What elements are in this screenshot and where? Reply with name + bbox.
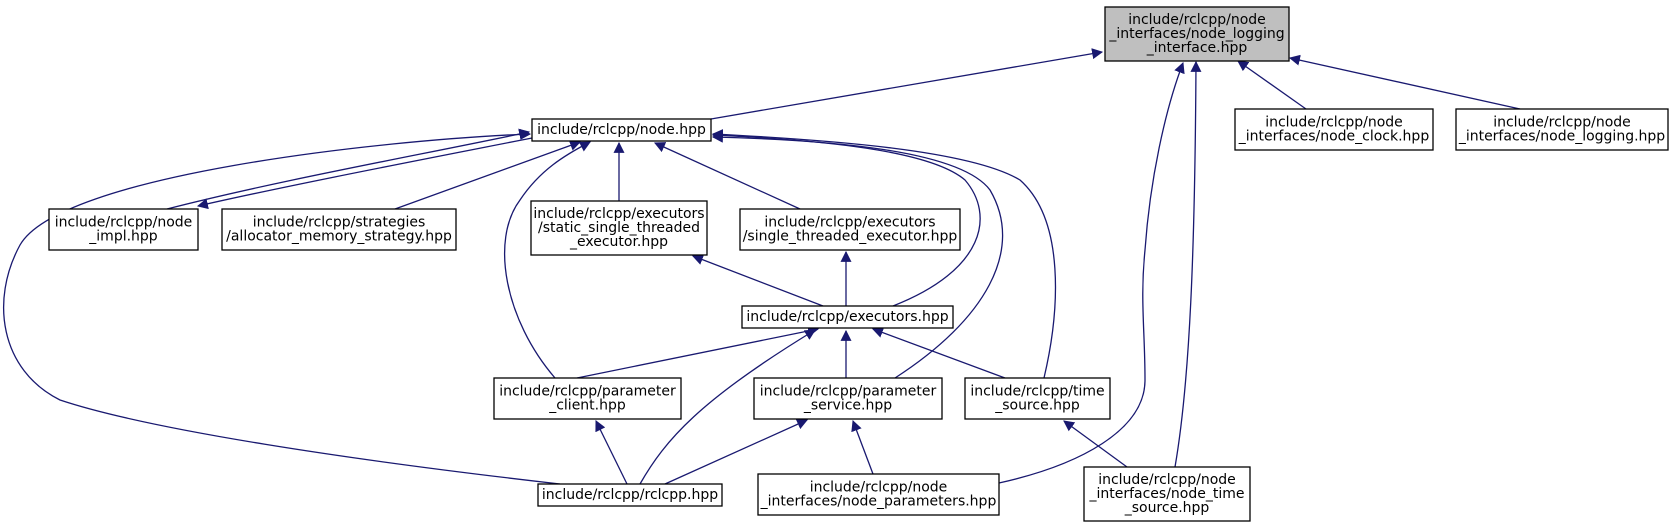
node-single_threaded_executor[interactable]: include/rclcpp/executors/single_threaded…: [739, 208, 961, 251]
edge-rclcpp_hpp-to-parameter_client: [595, 420, 628, 485]
node-node_logging[interactable]: include/rclcpp/node_interfaces/node_logg…: [1455, 108, 1669, 151]
edge-node_parameters-to-parameter_service: [851, 419, 874, 475]
node-label: /static_single_threaded: [538, 220, 700, 236]
edge-node_hpp-to-node_logging_interface: [710, 48, 1104, 120]
node-label: _interfaces/node_logging.hpp: [1458, 129, 1665, 145]
dependency-edges: [3, 48, 1521, 485]
node-parameter_client[interactable]: include/rclcpp/parameter_client.hpp: [493, 377, 682, 420]
node-box: [537, 483, 723, 507]
node-label: include/rclcpp/node: [1098, 472, 1236, 488]
node-label: _interfaces/node_time: [1088, 486, 1244, 502]
node-node_logging_interface[interactable]: include/rclcpp/node_interfaces/node_logg…: [1104, 6, 1290, 62]
node-parameter_service[interactable]: include/rclcpp/parameter_service.hpp: [753, 377, 943, 420]
node-box: [753, 377, 943, 420]
node-label: _interfaces/node_parameters.hpp: [760, 494, 997, 510]
edge-rclcpp_hpp-to-executors: [639, 329, 816, 485]
edge-single_threaded_executor-to-node_hpp: [653, 142, 801, 210]
node-allocator_memory_strategy[interactable]: include/rclcpp/strategies/allocator_memo…: [221, 208, 457, 251]
node-label: _client.hpp: [548, 398, 626, 414]
edge-parameter_service-to-node_hpp: [711, 131, 1004, 379]
node-box: [757, 473, 1000, 516]
node-label: _interfaces/node_logging: [1108, 26, 1284, 42]
node-box: [48, 208, 199, 251]
node-node_hpp[interactable]: include/rclcpp/node.hpp: [531, 118, 712, 142]
node-rclcpp_hpp[interactable]: include/rclcpp/rclcpp.hpp: [537, 483, 723, 507]
node-label: include/rclcpp/strategies: [253, 215, 426, 231]
node-label: _service.hpp: [803, 398, 892, 414]
node-box: [741, 305, 954, 329]
node-label: include/rclcpp/parameter: [760, 384, 937, 400]
node-label: include/rclcpp/executors: [533, 206, 704, 222]
edge-node_impl-to-node_hpp: [166, 128, 531, 210]
node-label: _impl.hpp: [88, 229, 158, 245]
node-box: [221, 208, 457, 251]
node-label: /single_threaded_executor.hpp: [743, 229, 958, 245]
node-label: _source.hpp: [994, 398, 1080, 414]
edge-node_time_source-to-time_source: [1063, 420, 1128, 468]
node-box: [1083, 466, 1251, 522]
node-node_clock[interactable]: include/rclcpp/node_interfaces/node_cloc…: [1234, 108, 1434, 151]
node-label: include/rclcpp/rclcpp.hpp: [542, 487, 718, 503]
edge-node_clock-to-node_logging_interface: [1237, 60, 1307, 110]
node-label: include/rclcpp/node: [810, 480, 948, 496]
node-static_single_threaded_executor[interactable]: include/rclcpp/executors/static_single_t…: [530, 200, 708, 256]
node-label: include/rclcpp/node: [55, 215, 193, 231]
node-time_source[interactable]: include/rclcpp/time_source.hpp: [964, 377, 1111, 420]
edge-allocator_memory_strategy-to-node_hpp: [394, 140, 582, 210]
node-box: [493, 377, 682, 420]
header-file-nodes: include/rclcpp/node_interfaces/node_logg…: [48, 6, 1669, 522]
node-label: _interfaces/node_clock.hpp: [1238, 129, 1430, 145]
node-label: include/rclcpp/executors: [764, 215, 935, 231]
node-label: _executor.hpp: [569, 234, 668, 250]
node-label: include/rclcpp/node: [1493, 115, 1631, 131]
edge-parameter_client-to-node_hpp: [503, 141, 591, 379]
node-label: include/rclcpp/executors.hpp: [746, 309, 948, 325]
edge-node_logging-to-node_logging_interface: [1288, 54, 1521, 110]
node-box: [739, 208, 961, 251]
node-box: [1455, 108, 1669, 151]
node-node_time_source[interactable]: include/rclcpp/node_interfaces/node_time…: [1083, 466, 1251, 522]
node-label: include/rclcpp/time: [970, 384, 1104, 400]
edge-parameter_client-to-executors: [576, 325, 820, 379]
edge-rclcpp_hpp-to-parameter_service: [664, 419, 809, 485]
edge-node_parameters-to-node_logging_interface: [998, 61, 1185, 484]
node-node_impl[interactable]: include/rclcpp/node_impl.hpp: [48, 208, 199, 251]
node-label: include/rclcpp/node.hpp: [537, 122, 706, 138]
edge-time_source-to-executors: [871, 327, 1006, 379]
node-box: [964, 377, 1111, 420]
edge-node_hpp-to-node_impl: [196, 137, 533, 210]
node-label: include/rclcpp/parameter: [499, 384, 676, 400]
node-node_parameters[interactable]: include/rclcpp/node_interfaces/node_para…: [757, 473, 1000, 516]
edge-rclcpp_hpp-to-node_hpp: [3, 128, 561, 485]
node-box: [1234, 108, 1434, 151]
node-label: _source.hpp: [1124, 500, 1210, 516]
node-label: _interface.hpp: [1146, 40, 1248, 56]
edge-time_source-to-node_hpp: [711, 129, 1057, 379]
edge-node_time_source-to-node_logging_interface: [1174, 60, 1202, 468]
edge-executors-to-static_single_threaded_executor: [691, 254, 824, 307]
node-box: [531, 118, 712, 142]
node-label: include/rclcpp/node: [1128, 12, 1266, 28]
node-label: /allocator_memory_strategy.hpp: [226, 229, 452, 245]
node-executors[interactable]: include/rclcpp/executors.hpp: [741, 305, 954, 329]
node-box: [1104, 6, 1290, 62]
node-label: include/rclcpp/node: [1265, 115, 1403, 131]
node-box: [530, 200, 708, 256]
